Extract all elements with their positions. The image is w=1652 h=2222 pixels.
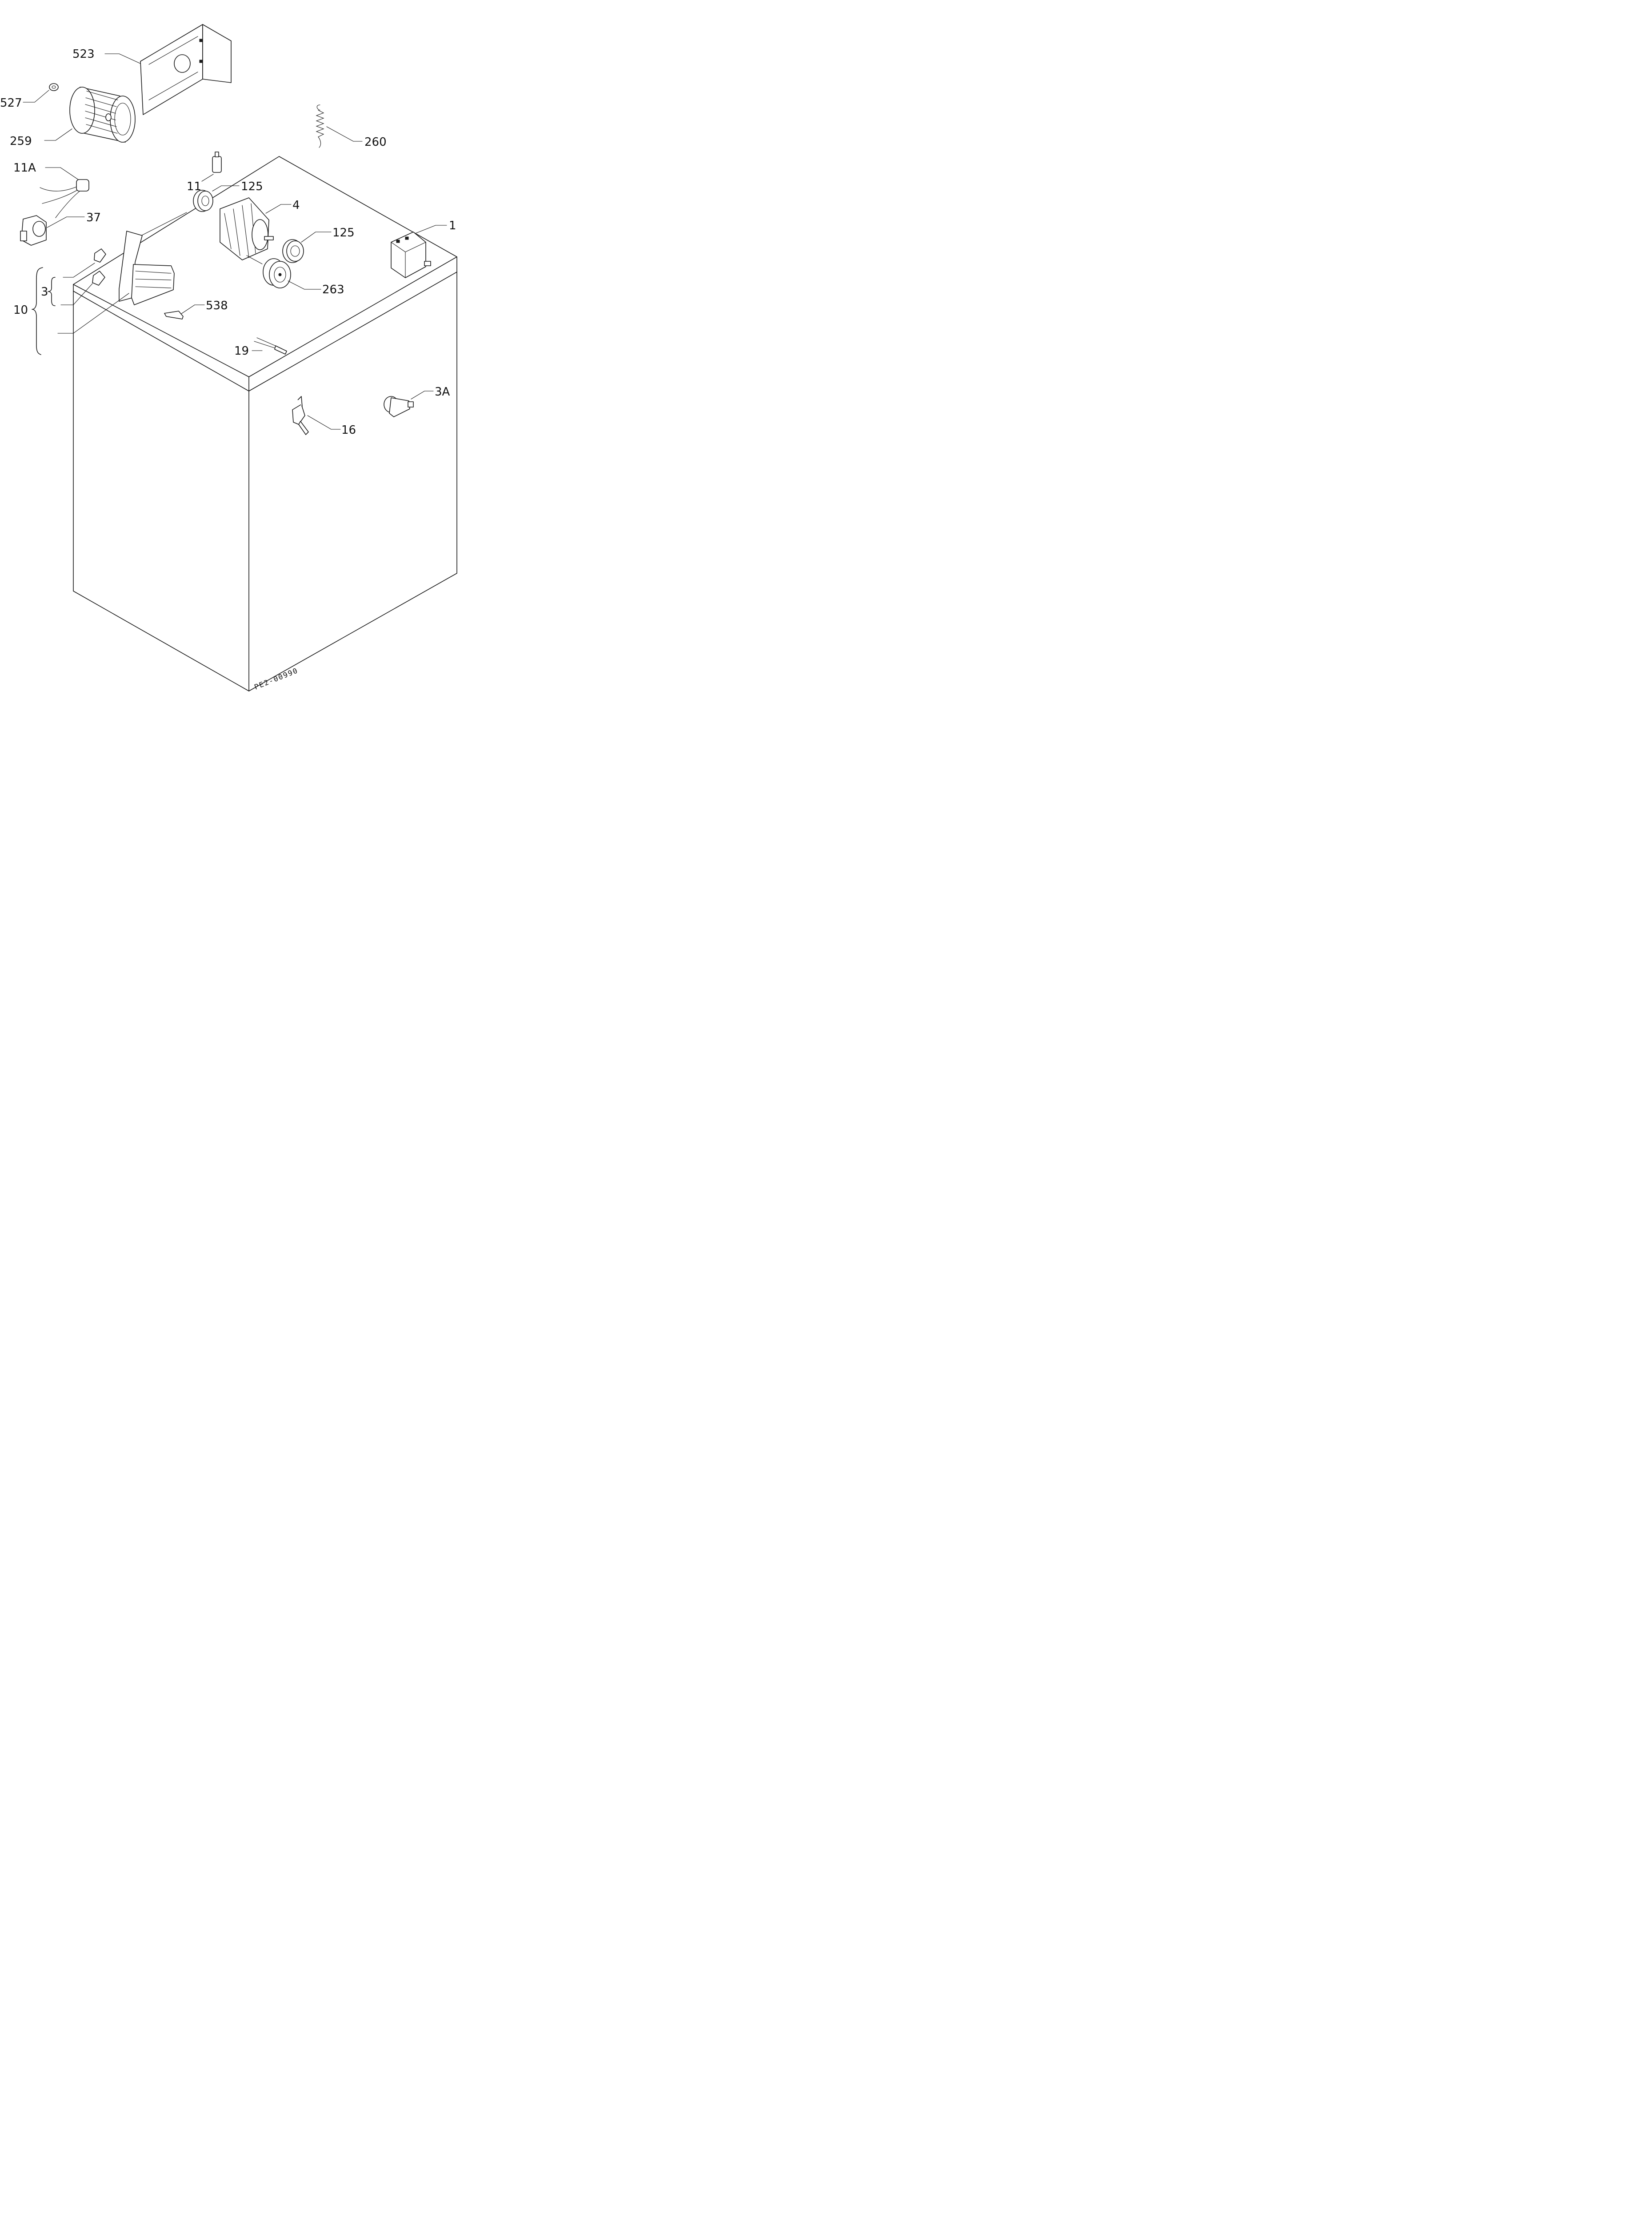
label-11A: 11A <box>13 161 36 175</box>
label-260: 260 <box>364 136 387 149</box>
bracket-523 <box>140 24 232 115</box>
fan-wheel-259 <box>69 87 136 143</box>
cabinet <box>73 156 457 691</box>
label-19: 19 <box>234 344 249 358</box>
label-3A: 3A <box>435 385 450 399</box>
spring-260 <box>316 104 324 148</box>
exploded-parts-diagram: 523 527 259 260 11A 11 125 4 37 125 1 3 … <box>0 0 502 692</box>
label-3: 3 <box>41 285 48 299</box>
grommet-125-top <box>193 190 213 212</box>
label-263: 263 <box>322 283 344 296</box>
label-1: 1 <box>449 219 456 232</box>
motor-4 <box>220 197 274 264</box>
nut-527 <box>49 83 59 91</box>
label-259: 259 <box>10 135 32 148</box>
lever-16 <box>292 396 309 435</box>
brace-10 <box>32 267 43 355</box>
label-527: 527 <box>0 96 22 110</box>
label-125-right: 125 <box>332 226 355 240</box>
grommet-125-right <box>282 239 304 263</box>
cabinet-side-face <box>248 272 457 691</box>
clip-538 <box>164 311 184 320</box>
wire-harness-11A <box>40 179 89 218</box>
label-523: 523 <box>72 48 95 61</box>
label-37: 37 <box>86 211 101 224</box>
label-4: 4 <box>292 199 300 212</box>
thermostat-3A <box>384 396 414 417</box>
pulley-263 <box>263 258 291 288</box>
label-125-top: 125 <box>241 180 263 193</box>
drawing-code: PE2-00990 <box>253 666 299 691</box>
label-16: 16 <box>341 424 356 437</box>
label-11: 11 <box>187 180 201 193</box>
capacitor-11 <box>212 152 222 173</box>
cabinet-front-face <box>73 291 249 691</box>
sensor-37 <box>20 215 47 246</box>
part-labels: 523 527 259 260 11A 11 125 4 37 125 1 3 … <box>0 48 456 437</box>
brace-3 <box>48 277 56 306</box>
probe-19 <box>254 337 287 355</box>
switch-1 <box>391 232 431 278</box>
element-assembly-10 <box>92 231 175 305</box>
label-538: 538 <box>206 299 228 312</box>
diagram-canvas: 523 527 259 260 11A 11 125 4 37 125 1 3 … <box>0 24 457 691</box>
leader-lines <box>23 53 447 430</box>
label-10: 10 <box>13 304 28 317</box>
group-braces <box>32 267 56 355</box>
